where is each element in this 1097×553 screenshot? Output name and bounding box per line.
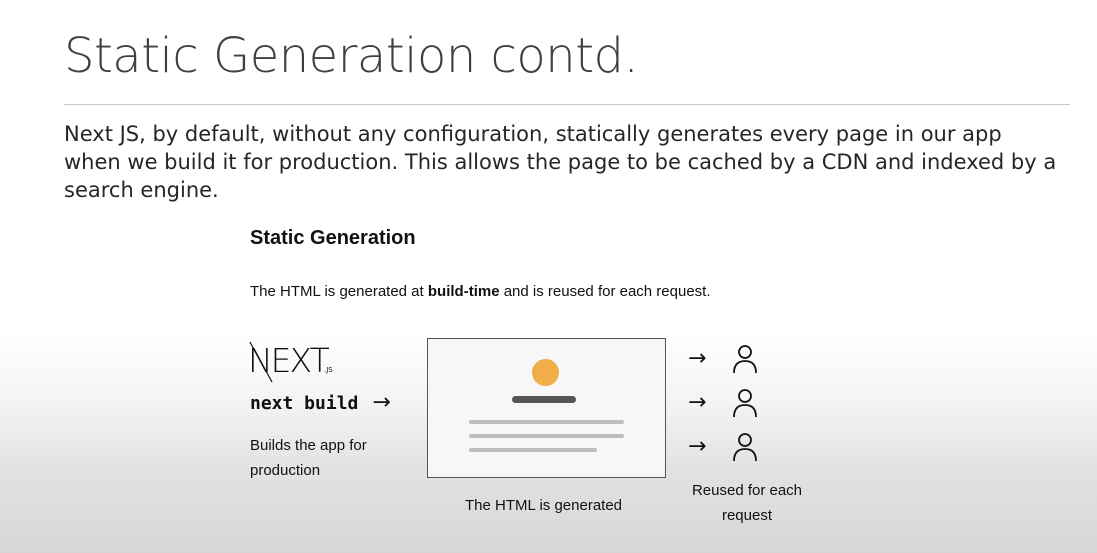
- title-divider: [64, 104, 1070, 105]
- build-command: next build: [250, 392, 359, 414]
- nextjs-logo: NEXT .JS: [248, 341, 333, 383]
- logo-text: NEXT: [248, 341, 330, 380]
- html-box-caption: The HTML is generated: [465, 497, 623, 514]
- request-row: →: [688, 432, 758, 462]
- text-placeholder-line: [469, 448, 597, 452]
- request-row: →: [688, 388, 758, 418]
- caption-bold: build-time: [427, 283, 500, 300]
- figure-caption: The HTML is generated at build-time and …: [250, 283, 711, 300]
- figure-heading: Static Generation: [250, 227, 416, 249]
- right-arrow-icon: →: [688, 434, 707, 459]
- user-icon: [733, 389, 757, 418]
- slide-body-text: Next JS, by default, without any configu…: [64, 122, 1057, 202]
- caption-prefix: The HTML is generated at: [250, 283, 428, 300]
- user-icon: [733, 345, 757, 374]
- right-arrow-icon: →: [372, 390, 391, 415]
- text-placeholder-line: [469, 434, 624, 438]
- text-placeholder-line: [469, 420, 624, 424]
- right-arrow-icon: →: [688, 390, 707, 415]
- caption-suffix: and is reused for each request.: [499, 283, 711, 300]
- build-command-row: next build →: [250, 392, 391, 414]
- heading-placeholder-bar: [512, 396, 576, 403]
- logo-sub-text: .JS: [324, 366, 333, 374]
- right-arrow-icon: →: [688, 346, 707, 371]
- logo-slash: [249, 341, 273, 383]
- reuse-caption: Reused for each request: [691, 482, 803, 524]
- html-page-illustration: [427, 338, 666, 478]
- build-description: Builds the app for production: [250, 437, 367, 479]
- slide-title: Static Generation contd.: [64, 28, 639, 84]
- image-placeholder-dot: [532, 359, 559, 386]
- request-row: →: [688, 344, 758, 374]
- user-icon: [733, 433, 757, 462]
